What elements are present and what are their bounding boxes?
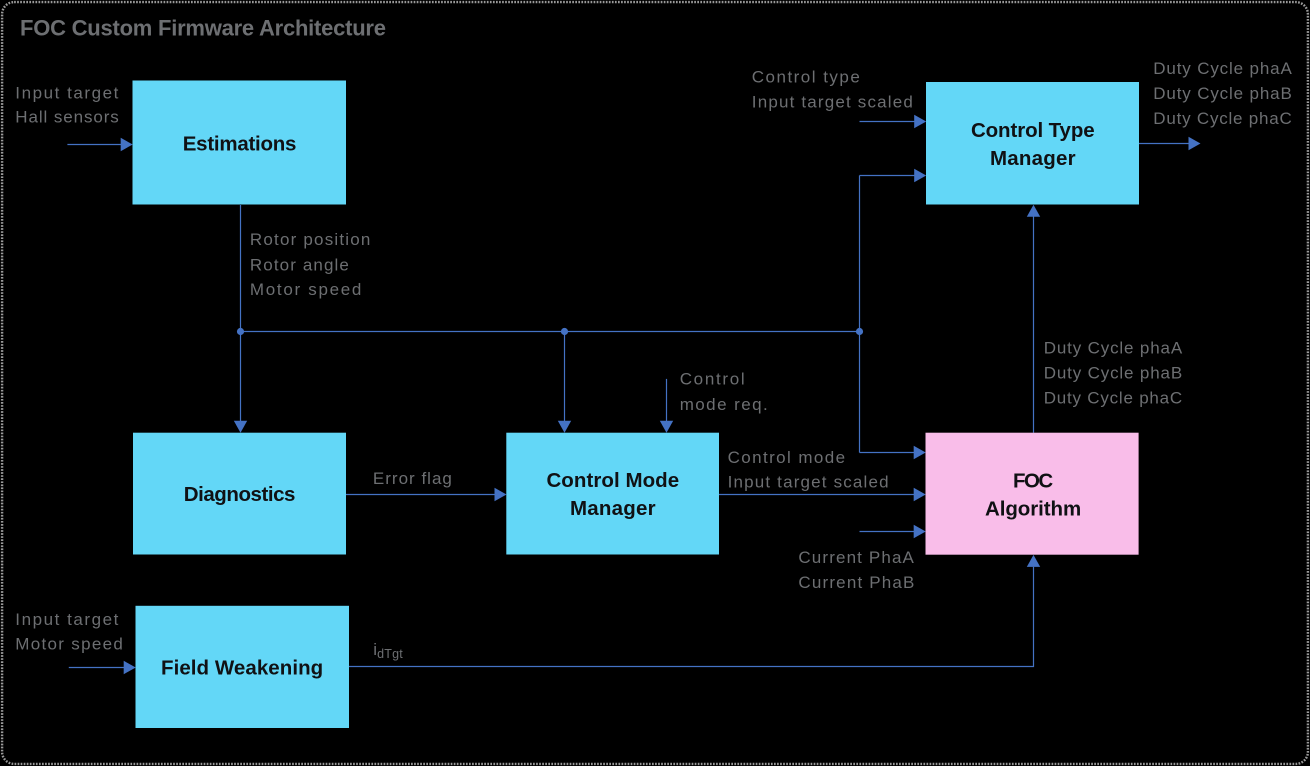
svg-text:Duty Cycle phaB: Duty Cycle phaB (1044, 363, 1183, 382)
svg-text:Motor speed: Motor speed (15, 635, 123, 654)
svg-text:Duty Cycle phaC: Duty Cycle phaC (1153, 109, 1292, 128)
svg-text:Motor speed: Motor speed (250, 280, 362, 299)
svg-text:Hall sensors: Hall sensors (15, 108, 119, 127)
svg-text:Diagnostics: Diagnostics (184, 483, 296, 506)
svg-text:Control Mode: Control Mode (546, 469, 679, 492)
svg-text:Duty Cycle phaB: Duty Cycle phaB (1153, 84, 1292, 103)
svg-text:Control type: Control type (752, 67, 860, 86)
svg-text:Duty Cycle phaA: Duty Cycle phaA (1153, 59, 1292, 78)
svg-text:Rotor angle: Rotor angle (250, 255, 349, 274)
svg-text:Input target: Input target (15, 84, 118, 103)
svg-text:Current PhaA: Current PhaA (798, 548, 914, 567)
svg-text:Control mode: Control mode (728, 448, 846, 467)
svg-text:Input target: Input target (15, 610, 118, 629)
svg-text:Rotor position: Rotor position (250, 230, 371, 249)
svg-text:Algorithm: Algorithm (985, 497, 1081, 520)
svg-text:FOC: FOC (1013, 469, 1053, 492)
svg-text:FOC Custom Firmware Architectu: FOC Custom Firmware Architecture (20, 16, 386, 41)
svg-text:Manager: Manager (990, 147, 1076, 170)
svg-text:Error flag: Error flag (373, 469, 452, 488)
svg-text:Input target scaled: Input target scaled (752, 93, 913, 112)
svg-text:Control: Control (680, 370, 745, 389)
svg-text:Field Weakening: Field Weakening (161, 657, 323, 680)
svg-text:Control Type: Control Type (971, 119, 1095, 142)
svg-text:Duty Cycle phaC: Duty Cycle phaC (1044, 388, 1183, 407)
svg-text:Manager: Manager (570, 497, 656, 520)
svg-text:Duty Cycle phaA: Duty Cycle phaA (1044, 338, 1183, 357)
svg-text:Input target scaled: Input target scaled (728, 473, 889, 492)
svg-text:Estimations: Estimations (183, 132, 297, 155)
svg-text:mode req.: mode req. (680, 395, 768, 414)
